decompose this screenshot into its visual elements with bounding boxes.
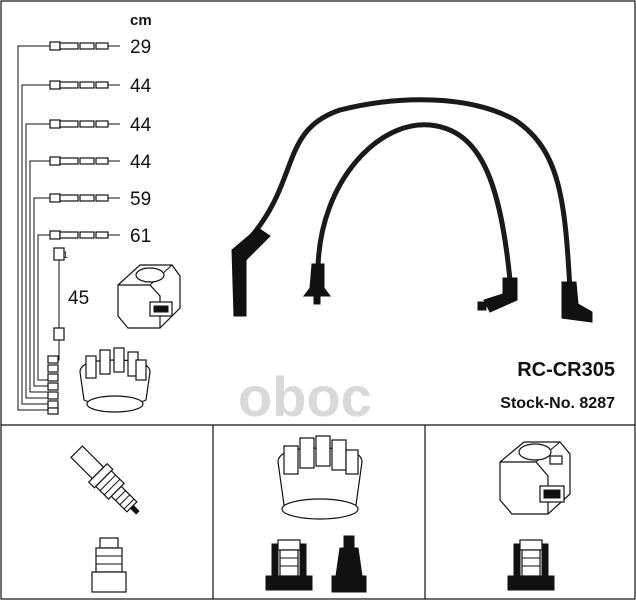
watermark: oboc	[238, 365, 372, 428]
terminal-row-3	[49, 119, 120, 129]
svg-text:1: 1	[63, 250, 68, 260]
plug-terminal-icon	[91, 537, 127, 593]
stock-number: Stock-No. 8287	[500, 395, 615, 412]
schematic-coil-icon	[117, 264, 181, 329]
panel-distributor-cap	[265, 435, 367, 593]
model-number: RC-CR305	[517, 359, 615, 381]
schematic-distributor-cap-icon	[79, 347, 151, 413]
length-label-4: 44	[130, 152, 152, 173]
length-label-5: 59	[130, 189, 151, 210]
coil-terminal-icon	[507, 539, 555, 591]
terminal-row-6	[49, 230, 120, 240]
length-label-3: 44	[130, 115, 152, 136]
boot-terminal-icon	[331, 535, 367, 593]
main-cables	[231, 97, 593, 323]
coil-lead-length-label: 45	[68, 288, 89, 309]
length-label-1: 29	[130, 37, 151, 58]
distributor-cap-icon	[277, 435, 363, 520]
terminal-row-1	[49, 41, 120, 51]
panel-spark-plug	[70, 445, 140, 593]
length-label-2: 44	[130, 76, 152, 97]
terminal-row-2	[49, 80, 120, 90]
harness-ends	[47, 355, 59, 415]
wire-set-schematic: 1 29 44 44 44 59 61 45	[17, 37, 152, 415]
unit-label: cm	[130, 12, 152, 29]
panel-ignition-coil	[499, 441, 571, 591]
spark-plug-icon	[70, 445, 140, 515]
cap-terminal-icon	[265, 539, 313, 591]
ignition-coil-icon	[499, 441, 571, 515]
terminal-row-4	[49, 156, 120, 166]
length-label-6: 61	[130, 226, 151, 247]
terminal-row-5	[49, 193, 120, 203]
coil-lead: 1	[48, 247, 68, 361]
